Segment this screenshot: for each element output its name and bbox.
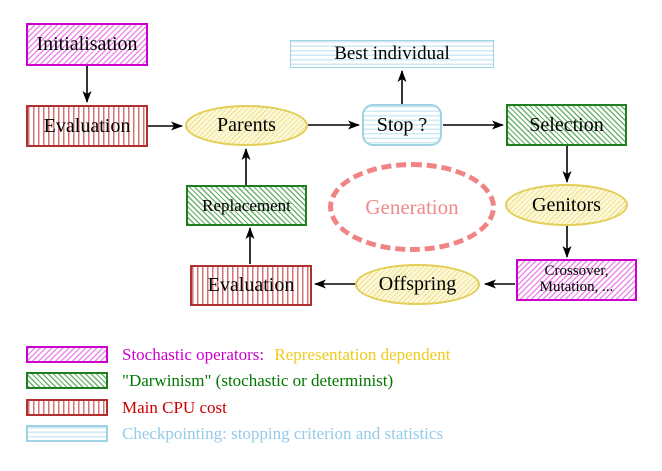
legend-label-cpu-cost: Main CPU cost <box>122 398 227 417</box>
legend-text-representation: Representation dependent <box>274 345 451 364</box>
node-crossover-mutation: Crossover, Mutation, ... <box>516 259 637 301</box>
legend-swatch-darwinism <box>26 372 108 389</box>
node-evaluation-bottom: Evaluation <box>190 265 312 306</box>
crossover-line1: Crossover, <box>544 263 609 280</box>
node-genitors: Genitors <box>505 184 628 226</box>
node-best-individual: Best individual <box>290 40 494 68</box>
crossover-line2: Mutation, ... <box>539 279 614 295</box>
legend-label-checkpointing: Checkpointing: stopping criterion and st… <box>122 424 444 443</box>
node-replacement: Replacement <box>186 185 307 226</box>
node-offspring: Offspring <box>355 264 480 305</box>
generation-cycle-ellipse: Generation <box>328 162 496 252</box>
legend-label-darwinism: "Darwinism" (stochastic or determinist) <box>122 371 394 390</box>
legend-swatch-checkpointing <box>26 425 108 442</box>
node-initialisation: Initialisation <box>26 23 148 66</box>
node-stop: Stop ? <box>362 104 442 146</box>
legend-swatch-cpu-cost <box>26 399 108 416</box>
node-selection: Selection <box>506 104 627 146</box>
legend-swatch-stochastic-operators <box>26 346 108 363</box>
legend-text-stochastic: Stochastic operators: <box>122 345 265 364</box>
legend-label-stochastic-operators: Stochastic operators: Representation dep… <box>122 345 450 365</box>
node-evaluation-top: Evaluation <box>26 105 148 147</box>
node-parents: Parents <box>185 105 308 146</box>
